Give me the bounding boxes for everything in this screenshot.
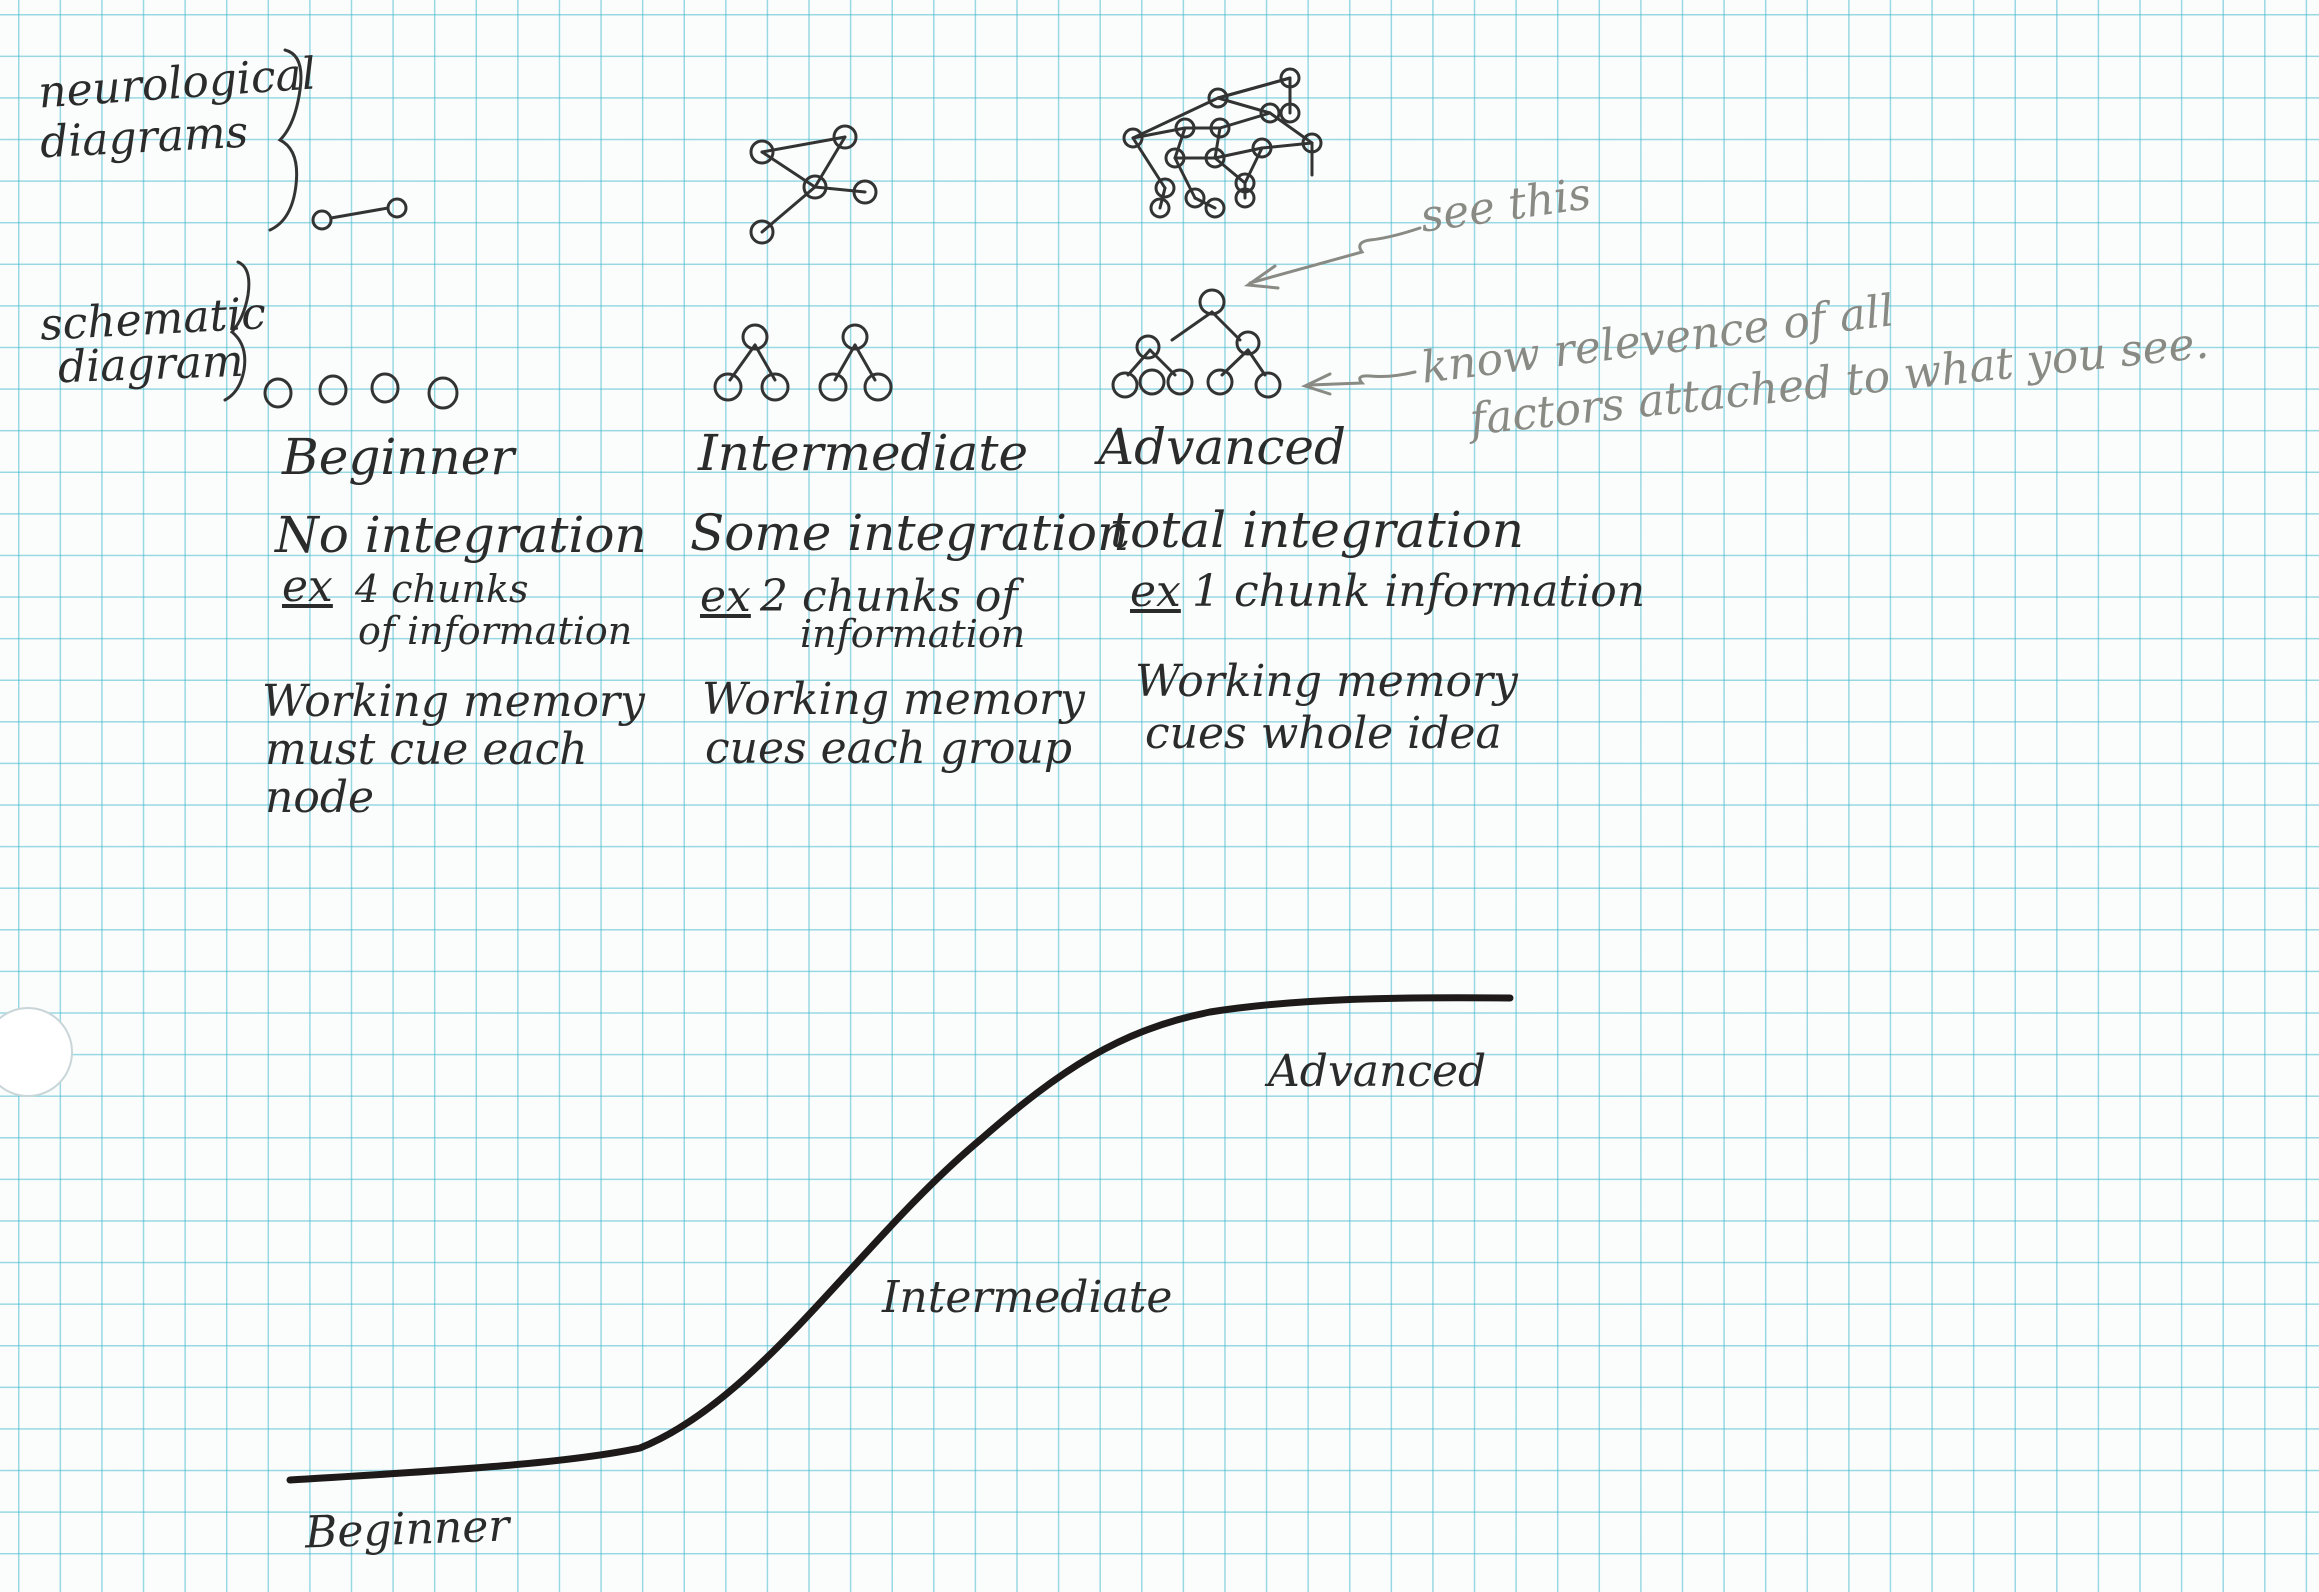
curve-label-advanced: Advanced	[1268, 1046, 1487, 1097]
advanced-wm-line1: Working memory	[1135, 656, 1518, 707]
advanced-schematic-diagram	[1111, 288, 1282, 399]
learning-curve	[286, 994, 1514, 1484]
see-this-arrow	[1248, 226, 1422, 285]
diagram-label: diagram	[57, 335, 245, 394]
beginner-wm-line2: must cue each	[265, 724, 588, 775]
advanced-ex-line1: 1 chunk information	[1192, 566, 1646, 617]
neuro-brace	[268, 48, 303, 232]
relevance-arrow	[1308, 370, 1417, 387]
advanced-neural-diagram	[1122, 67, 1323, 219]
relevance-arrowhead	[1300, 372, 1332, 396]
advanced-wm-line2: cues whole idea	[1145, 708, 1502, 759]
beginner-schematic-diagram	[263, 372, 459, 410]
binder-hole	[0, 1007, 73, 1097]
intermediate-schematic-diagram	[713, 323, 893, 402]
beginner-wm-line1: Working memory	[262, 676, 645, 727]
beginner-ex-line2: of information	[358, 609, 633, 653]
curve-label-beginner: Beginner	[304, 1500, 511, 1559]
intermediate-wm-line2: cues each group	[705, 723, 1073, 774]
curve-label-intermediate: Intermediate	[882, 1272, 1173, 1323]
intermediate-wm-line1: Working memory	[702, 674, 1085, 725]
intermediate-heading: Intermediate	[698, 424, 1029, 482]
advanced-ex-label: ex	[1130, 566, 1181, 617]
beginner-ex-line1: 4 chunks	[355, 567, 529, 611]
beginner-ex-label: ex	[282, 561, 333, 612]
beginner-integration: No integration	[275, 506, 647, 564]
advanced-heading: Advanced	[1098, 418, 1346, 476]
beginner-wm-line3: node	[265, 772, 375, 823]
intermediate-ex-line2: information	[800, 612, 1026, 656]
schema-brace	[223, 260, 251, 402]
beginner-heading: Beginner	[282, 428, 515, 486]
beginner-neural-diagram	[311, 197, 408, 231]
intermediate-neural-diagram	[749, 124, 878, 245]
advanced-integration: total integration	[1110, 501, 1524, 559]
intermediate-integration: Some integration	[690, 504, 1130, 562]
intermediate-ex-line1: 2 chunks of	[760, 571, 1018, 622]
intermediate-ex-label: ex	[700, 571, 751, 622]
see-this-arrowhead	[1243, 264, 1280, 290]
diagrams-label: diagrams	[38, 106, 250, 169]
